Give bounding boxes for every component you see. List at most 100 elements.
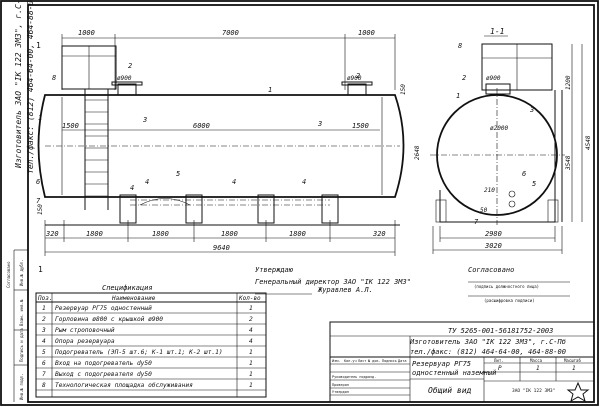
callout-4-b: 4 — [145, 178, 149, 186]
vertical-maker-line2: тел./факс: (812) 464-64-00, 464-88-00 — [26, 0, 35, 174]
dim-top-7000: 7000 — [222, 29, 239, 37]
side-callout-1: 1 — [456, 92, 460, 100]
sign-row-check: Проверил — [332, 383, 349, 387]
sidebar-label-sign-date: Подпись и дата — [19, 328, 24, 362]
tank-body-front — [37, 94, 405, 198]
side-view: 1-1 ø900 ø2000 210 50 2980 3020 — [430, 27, 592, 254]
spec-row-name: Рым строповочный — [55, 326, 115, 334]
dim-bottom-1800-2: 1800 — [152, 230, 169, 238]
spec-row-name: Подогреватель (ЭП-5 шт.6; К-1 шт.1; К-2 … — [54, 349, 223, 356]
front-callouts: 1 2 3 1 2 3 4 4 4 4 5 6 7 8 — [36, 62, 360, 205]
dim-inner-6000: 6000 — [193, 122, 210, 130]
spec-row-qty: 2 — [249, 316, 253, 323]
callout-2-left: 2 — [128, 62, 132, 70]
spec-row-pos: 5 — [42, 349, 46, 356]
spec-row-name: Резервуар РГ75 одностенный — [55, 304, 152, 312]
dim-1500-mid: 1500 — [352, 122, 369, 130]
sign-row-head: Руководитель подразд. — [332, 375, 376, 379]
title-phone: тел./факс: (812) 464-64-00, 464-88-00 — [410, 348, 566, 356]
spec-row-name: Технологическая площадка обслуживания — [55, 381, 193, 389]
spec-row-pos: 8 — [42, 382, 46, 389]
dim-manhole-900-right: ø900 — [347, 75, 362, 82]
sidebar-agreed-label: Согласовано — [6, 261, 11, 288]
side-dim-900: ø900 — [486, 75, 501, 82]
agree-note-2: (расшифровка подписи) — [484, 298, 535, 303]
front-view: 1000 7000 1000 ø900 ø900 — [36, 29, 421, 274]
spec-row-qty: 4 — [249, 338, 253, 345]
dim-bottom-1800-1: 1800 — [86, 230, 103, 238]
callout-4-a: 4 — [130, 184, 134, 192]
agree-note-1: (подпись должностного лица) — [474, 284, 539, 289]
spec-row-pos: 1 — [42, 305, 46, 312]
approve-role: Генеральный директор ЗАО "IK 122 ЗМЗ" — [255, 278, 411, 286]
callout-3-right: 3 — [317, 120, 322, 128]
spec-row-pos: 3 — [41, 327, 46, 334]
view-name: Общий вид — [428, 385, 472, 395]
dim-total-9640: 9640 — [213, 244, 230, 252]
spec-title: Спецификация — [102, 284, 153, 292]
change-col-date: Дата — [398, 359, 406, 363]
dim-320-right: 320 — [372, 230, 386, 238]
callout-7: 7 — [36, 197, 41, 205]
side-dim-50: 50 — [480, 207, 488, 214]
spec-row-name: Выход с подогревателя dу50 — [55, 371, 152, 378]
doc-code: ТУ 5265-001-56181752-2003 — [448, 327, 553, 335]
support-2 — [185, 194, 203, 224]
approval-block: Утверждаю Генеральный директор ЗАО "IK 1… — [255, 266, 570, 303]
vertical-maker-line1: Изготовитель ЗАО "IK 122 ЗМЗ", г.С-Пб — [13, 0, 23, 169]
dim-top-1000-left: 1000 — [78, 29, 95, 37]
callout-1-top: 1 — [268, 86, 272, 94]
callout-4-d: 4 — [302, 178, 306, 186]
side-callout-6: 6 — [522, 170, 526, 178]
dim-bottom-1800-3: 1800 — [221, 230, 238, 238]
sidebar-label-replace-inv: Взам. инв.№ — [19, 299, 24, 326]
side-dim-2980: 2980 — [485, 230, 502, 238]
spec-row-qty: 1 — [249, 371, 253, 378]
dim-150-top: 150 — [400, 84, 407, 95]
callout-8: 8 — [52, 74, 56, 82]
section-mark-bottom: 1 — [38, 265, 43, 274]
side-dim-3020: 3020 — [484, 242, 502, 250]
section-mark-top: 1 — [36, 41, 41, 50]
company-logo-text: ЗАО "IK 122 ЗМЗ" — [512, 388, 555, 394]
side-dim-4548: 4548 — [585, 135, 592, 150]
change-col-izm: Изм. — [332, 359, 340, 363]
sign-row-approve: Утвердил — [332, 390, 349, 394]
callout-6: 6 — [36, 178, 40, 186]
sheets-value: 1 — [572, 365, 576, 372]
sheet-value: 1 — [536, 365, 540, 372]
side-callout-3: 3 — [529, 106, 534, 114]
spec-row-qty: 1 — [249, 305, 253, 312]
side-dim-3548: 3548 — [565, 155, 572, 171]
spec-row-pos: 6 — [42, 360, 46, 367]
dim-1500-left: 1500 — [62, 122, 79, 130]
dim-bottom-1800-4: 1800 — [289, 230, 306, 238]
callout-4-c: 4 — [232, 178, 236, 186]
change-col-doc: № док. — [368, 359, 381, 363]
sidebar-label-dupl-inv: Инв.№ дубл. — [19, 260, 24, 287]
dim-top-1000-right: 1000 — [358, 29, 375, 37]
side-callout-7: 7 — [474, 218, 479, 226]
support-3 — [257, 194, 275, 224]
dim-320-left: 320 — [45, 230, 59, 238]
spec-row-qty: 1 — [249, 360, 253, 367]
spec-row-qty: 4 — [249, 327, 253, 334]
stage-value: Р — [498, 365, 502, 372]
side-callout-5: 5 — [532, 180, 536, 188]
section-title-1-1: 1-1 — [490, 27, 504, 36]
binding-strip-labels: Инв.№ подл. Подпись и дата Взам. инв.№ И… — [6, 260, 24, 401]
callout-3-left: 3 — [142, 116, 147, 124]
dim-2648: 2648 — [414, 145, 421, 160]
spec-row-pos: 7 — [42, 371, 46, 378]
mass-label: Масса — [530, 358, 543, 363]
dim-manhole-900-left: ø900 — [117, 75, 132, 82]
callout-2-right: 2 — [356, 72, 360, 80]
vertical-maker-stamp: Изготовитель ЗАО "IK 122 ЗМЗ", г.С-Пб те… — [13, 0, 35, 174]
dim-150-left: 150 — [37, 204, 44, 215]
change-col-kol: Кол.уч — [344, 359, 357, 363]
service-ladder — [84, 89, 109, 210]
spec-row-pos: 4 — [42, 338, 46, 345]
product-line-2: одностенный наземный — [412, 369, 496, 377]
